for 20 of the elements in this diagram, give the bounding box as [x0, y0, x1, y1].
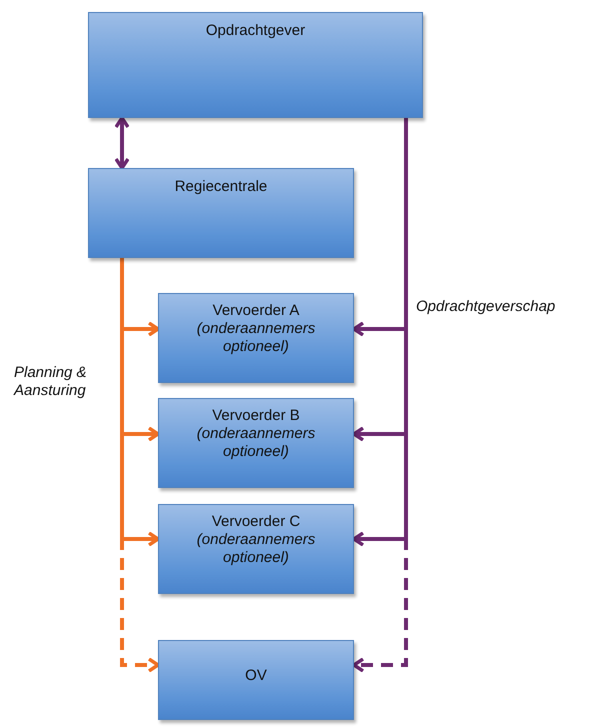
arrow: [352, 118, 408, 547]
node-title: Vervoerder A: [212, 302, 300, 320]
node-title: Vervoerder B: [212, 407, 300, 425]
node-note: (onderaannemers optioneel): [196, 425, 316, 461]
process-box: [158, 640, 354, 720]
process-box: [88, 12, 423, 118]
node-title: Vervoerder C: [212, 513, 300, 531]
node-note: (onderaannemers optioneel): [196, 531, 316, 567]
process-box: [158, 504, 354, 594]
arrow: [120, 258, 160, 547]
process-box: [158, 293, 354, 383]
node-note: (onderaannemers optioneel): [196, 320, 316, 356]
node-title: OV: [245, 667, 267, 685]
node-title: Regiecentrale: [174, 178, 268, 196]
process-box: [88, 168, 354, 258]
node-title: Opdrachtgever: [206, 22, 306, 40]
annotation-label: Opdrachtgeverschap: [416, 298, 556, 316]
arrow: [114, 116, 130, 170]
annotation-label: Planning & Aansturing: [14, 364, 88, 400]
process-box: [158, 398, 354, 488]
